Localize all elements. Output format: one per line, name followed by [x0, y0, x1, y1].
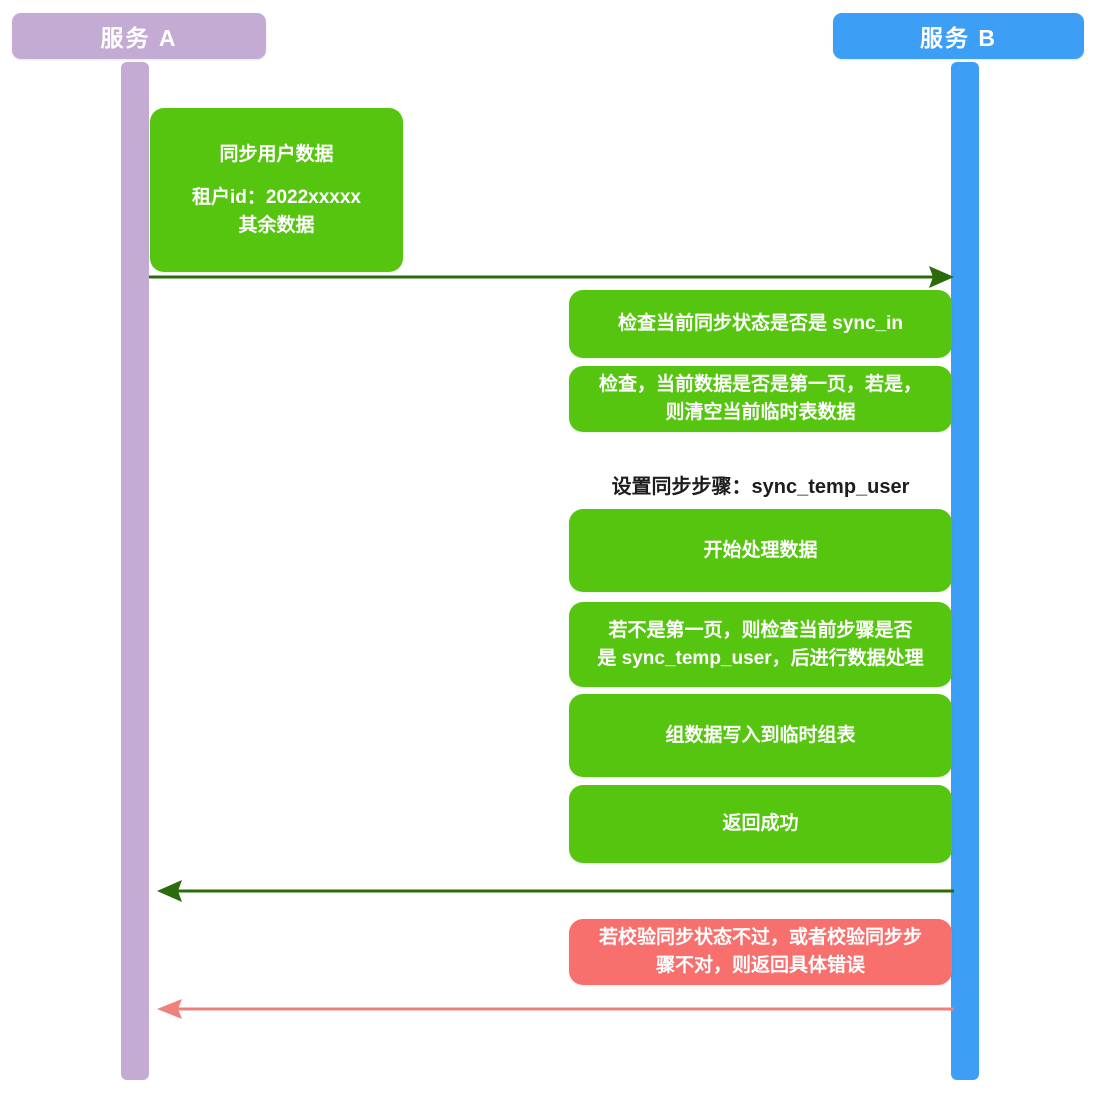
participant-label-service-b: 服务 B [920, 25, 997, 51]
note-start-process-data-line-1: 开始处理数据 [703, 539, 818, 561]
note-return-success[interactable]: 返回成功 [569, 785, 952, 863]
note-request-detail-line-1: 租户id：2022xxxxx [192, 187, 361, 209]
note-check-first-page-line-2: 则清空当前临时表数据 [665, 402, 856, 423]
error-return-arrow [157, 998, 954, 1020]
lifeline-service-a [121, 62, 149, 1080]
note-not-first-page-check-line-2: 是 sync_temp_user，后进行数据处理 [597, 647, 924, 669]
request-arrow [149, 266, 954, 288]
note-start-process-data[interactable]: 开始处理数据 [569, 509, 952, 592]
note-write-group-temp-table[interactable]: 组数据写入到临时组表 [569, 694, 952, 777]
label-set-sync-step: 设置同步步骤：sync_temp_user [569, 470, 952, 499]
participant-label-service-a: 服务 A [100, 25, 178, 51]
note-write-group-temp-table-line-1: 组数据写入到临时组表 [665, 724, 856, 746]
note-request-title: 同步用户数据 [219, 143, 334, 165]
note-not-first-page-check-line-1: 若不是第一页，则检查当前步骤是否 [608, 619, 913, 641]
note-error-return-line-1: 若校验同步状态不过，或者校验同步步 [598, 927, 922, 949]
success-return-arrow [157, 880, 954, 902]
note-check-first-page[interactable]: 检查，当前数据是否是第一页，若是， 则清空当前临时表数据 [569, 366, 952, 432]
participant-header-service-a[interactable]: 服务 A [12, 13, 266, 59]
note-error-return[interactable]: 若校验同步状态不过，或者校验同步步 骤不对，则返回具体错误 [569, 919, 952, 985]
lifeline-service-b [951, 62, 979, 1080]
note-request-payload[interactable]: 同步用户数据 租户id：2022xxxxx 其余数据 [150, 108, 403, 272]
note-not-first-page-check[interactable]: 若不是第一页，则检查当前步骤是否 是 sync_temp_user，后进行数据处… [569, 602, 952, 687]
label-set-sync-step-text: 设置同步步骤：sync_temp_user [611, 476, 910, 498]
note-return-success-line-1: 返回成功 [722, 813, 799, 835]
note-request-detail-line-2: 其余数据 [238, 214, 315, 236]
note-error-return-line-2: 骤不对，则返回具体错误 [655, 955, 865, 976]
note-check-sync-status[interactable]: 检查当前同步状态是否是 sync_in [569, 290, 952, 358]
participant-header-service-b[interactable]: 服务 B [833, 13, 1084, 59]
note-check-first-page-line-1: 检查，当前数据是否是第一页，若是， [598, 374, 922, 396]
note-check-sync-status-line-1: 检查当前同步状态是否是 sync_in [617, 313, 904, 335]
